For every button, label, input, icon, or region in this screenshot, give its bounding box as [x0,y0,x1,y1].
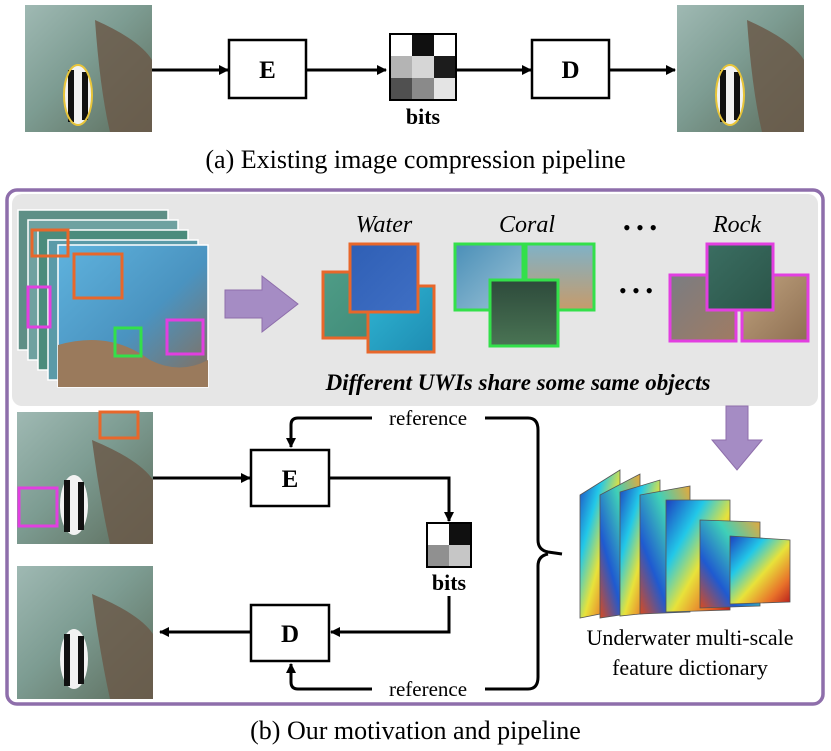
category-label-rock: Rock [712,212,761,238]
bits-label-a: bits [406,104,441,129]
bits-grid-b [426,522,472,568]
input-image-b [17,410,153,544]
encoder-box-b [249,448,331,508]
pipeline-a: E bits D (a) Existing imag [25,5,804,174]
water-group: Water [321,212,436,354]
coral-group: Coral [453,212,596,348]
dictionary-label-line2: feature dictionary [612,655,768,680]
block-arrow-down [710,405,764,471]
bits-label-b: bits [432,570,467,595]
bits-grid-a [389,33,457,101]
caption-b: (b) Our motivation and pipeline [250,716,581,745]
reference-label-top: reference [389,406,467,430]
arrow-b-to-bits [329,476,454,522]
block-arrow-right [224,274,299,334]
encoder-label-a: E [259,57,276,84]
dictionary-label-line1: Underwater multi-scale [586,625,793,650]
input-image-a [25,5,152,132]
decoder-label-a: D [561,57,579,84]
uwi-stack [17,209,209,388]
ellipsis-mid: • • • [619,278,653,303]
output-image-a [677,5,804,132]
category-label-water: Water [356,212,413,238]
output-image-b [17,566,153,699]
reference-label-bottom: reference [389,677,467,701]
reference-arrow-bottom [286,663,372,691]
caption-a: (a) Existing image compression pipeline [205,145,625,174]
encoder-label-b: E [282,466,299,493]
ellipsis-top: • • • [623,215,657,240]
category-label-coral: Coral [499,212,555,238]
reference-line-top [485,416,563,556]
rock-group: Rock [668,212,810,343]
reference-arrow-top [286,416,372,448]
decoder-label-b: D [281,621,299,648]
arrow-bits-to-decoder [330,596,451,637]
shared-objects-caption: Different UWIs share some same objects [325,370,711,395]
decoder-box-b [249,603,331,663]
reference-line-bottom [485,552,549,691]
feature-dictionary-stack [579,469,791,619]
encoder-box-a [227,38,308,100]
